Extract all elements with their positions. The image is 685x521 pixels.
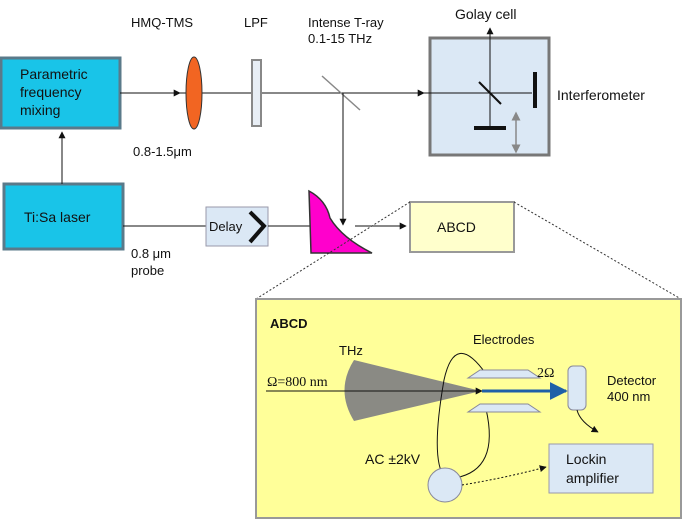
electrode-wire-2 bbox=[454, 408, 490, 479]
omega-label: Ω=800 nm bbox=[267, 375, 328, 390]
abcd-box bbox=[409, 201, 515, 253]
tisa-laser-label: Ti:Sa laser bbox=[24, 209, 91, 225]
detector-to-lockin-arrow bbox=[576, 409, 599, 433]
two-omega-label: 2Ω bbox=[537, 366, 554, 381]
detector bbox=[567, 365, 587, 411]
pump-wavelength-label: 0.8-1.5μm bbox=[133, 144, 192, 159]
electrodes-label: Electrodes bbox=[473, 332, 535, 347]
ac-label: AC ±2kV bbox=[365, 451, 421, 467]
abcd-label: ABCD bbox=[437, 219, 476, 235]
probe-label-2: probe bbox=[131, 263, 164, 278]
beam-splitter bbox=[321, 75, 361, 111]
thz-label: THz bbox=[339, 343, 363, 358]
delay-label: Delay bbox=[209, 219, 243, 234]
prism bbox=[308, 189, 373, 254]
zoom-line-right bbox=[513, 201, 682, 300]
ac-to-lockin-arrow bbox=[461, 465, 547, 486]
hmq-tms-lens bbox=[185, 56, 203, 130]
ac-source bbox=[427, 467, 463, 503]
top-electrode bbox=[466, 369, 542, 379]
interferometer-label: Interferometer bbox=[557, 87, 645, 103]
parametric-label-1: Parametric bbox=[20, 66, 88, 82]
intense-tray-label-1: Intense T-ray bbox=[308, 15, 384, 30]
lockin-label-1: Lockin bbox=[566, 451, 606, 467]
electrode-wire bbox=[436, 353, 487, 479]
lockin-label-2: amplifier bbox=[566, 470, 619, 486]
parametric-label-2: frequency bbox=[20, 84, 81, 100]
parametric-label-3: mixing bbox=[20, 102, 60, 118]
delay-retro-mirror bbox=[248, 210, 267, 244]
lpf-label: LPF bbox=[244, 15, 268, 30]
detector-label-2: 400 nm bbox=[607, 389, 650, 404]
inset-title: ABCD bbox=[270, 316, 308, 331]
lockin-amplifier-box bbox=[548, 443, 654, 494]
golay-cell-label: Golay cell bbox=[455, 6, 516, 22]
bottom-electrode bbox=[466, 403, 542, 413]
intense-tray-label-2: 0.1-15 THz bbox=[308, 31, 372, 46]
parametric-mixing-box bbox=[0, 56, 122, 130]
tisa-laser-box bbox=[2, 182, 125, 251]
hmq-tms-label: HMQ-TMS bbox=[131, 15, 193, 30]
probe-label-1: 0.8 μm bbox=[131, 246, 171, 261]
detector-label-1: Detector bbox=[607, 373, 657, 388]
lpf-filter bbox=[251, 59, 262, 127]
